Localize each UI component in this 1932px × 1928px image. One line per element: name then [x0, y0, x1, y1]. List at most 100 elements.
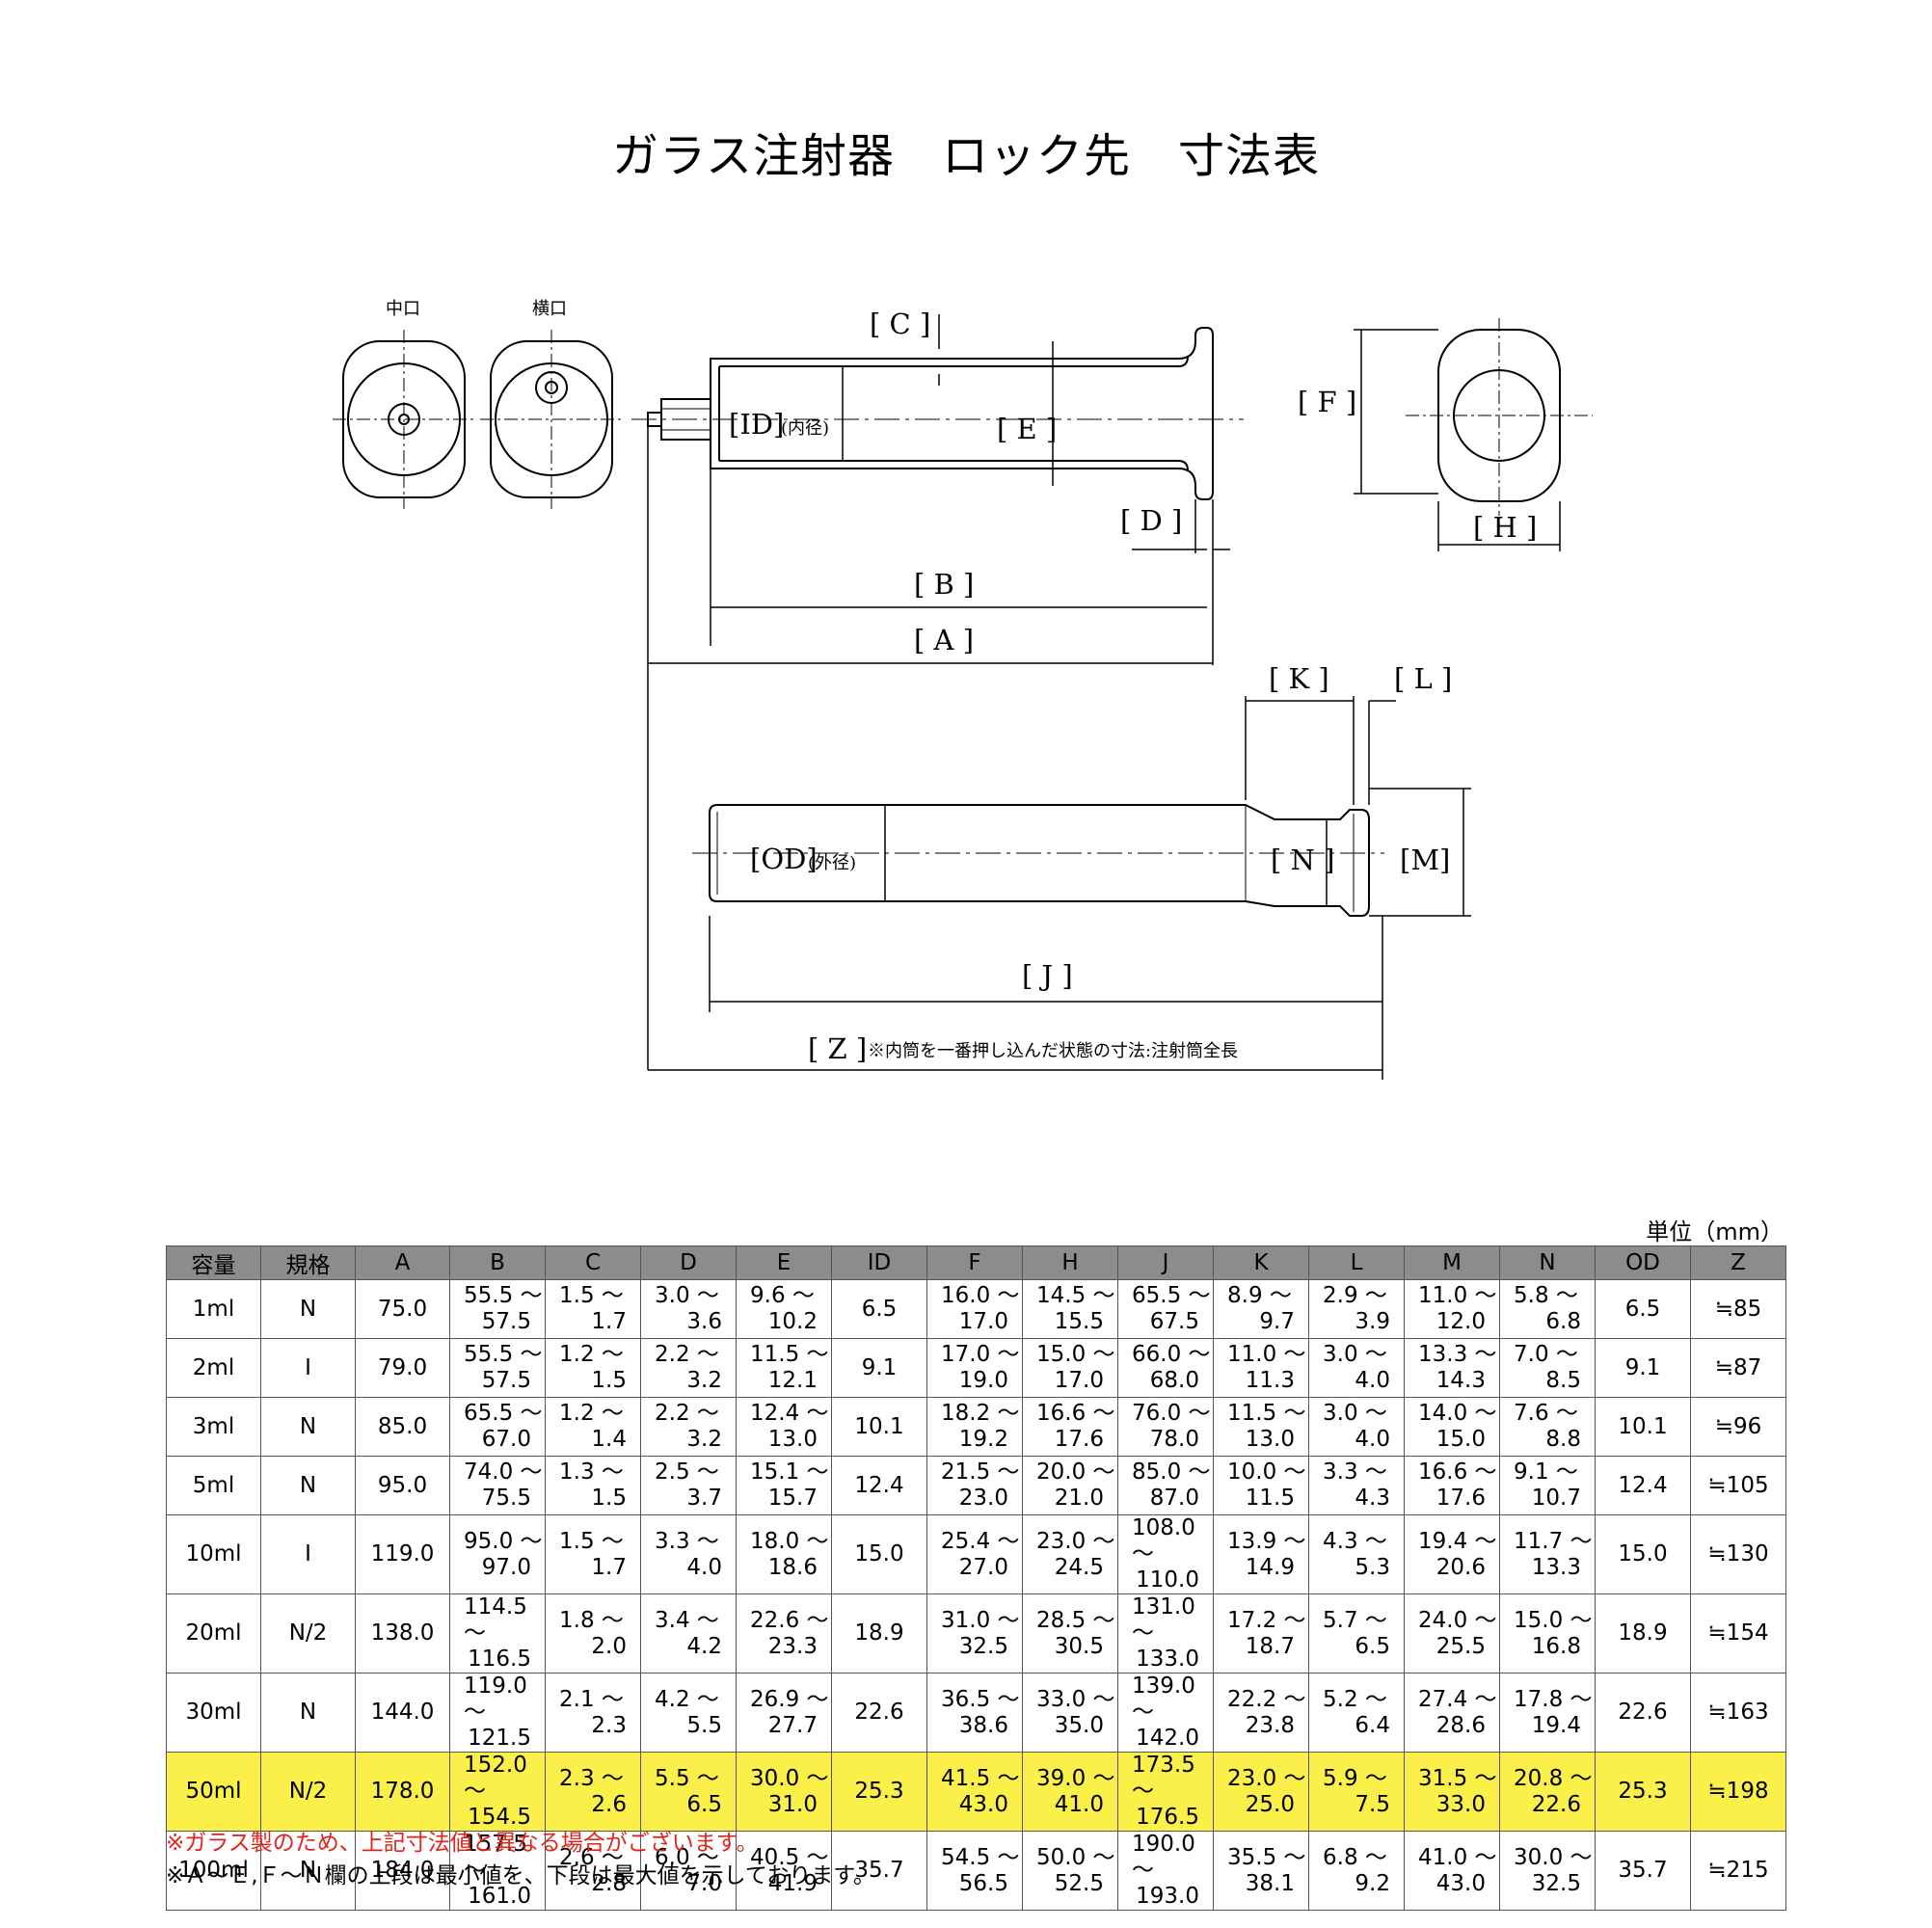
range-min: 33.0 〜 [1036, 1686, 1115, 1712]
table-cell: 22.2 〜23.8 [1213, 1673, 1309, 1753]
dimension-lines [647, 314, 1561, 1080]
range-min: 2.2 〜 [655, 1342, 719, 1367]
table-cell: 190.0 〜193.0 [1117, 1831, 1214, 1911]
range-min: 1.8 〜 [559, 1607, 624, 1633]
range-min: 5.8 〜 [1514, 1283, 1578, 1308]
table-cell: 18.9 [831, 1593, 927, 1674]
range-min: 119.0 〜 [464, 1674, 527, 1725]
range-min: 13.9 〜 [1227, 1528, 1306, 1554]
range-max: 7.5 [1355, 1791, 1390, 1817]
table-cell: 28.5 〜30.5 [1022, 1593, 1118, 1674]
table-cell: 16.6 〜17.6 [1404, 1456, 1500, 1515]
range-min: 23.0 〜 [1036, 1528, 1115, 1554]
table-cell: 23.0 〜24.5 [1022, 1514, 1118, 1594]
range-min: 9.1 〜 [1514, 1459, 1578, 1485]
table-cell: 11.5 〜12.1 [736, 1338, 832, 1398]
range-min: 11.5 〜 [750, 1342, 829, 1367]
table-cell: 184.0 [355, 1831, 450, 1911]
range-min: 50.0 〜 [1036, 1844, 1115, 1870]
range-min: 11.0 〜 [1418, 1283, 1497, 1308]
range-max: 6.4 [1355, 1712, 1390, 1738]
table-cell: ≒215 [1690, 1831, 1786, 1911]
range-max: 9.7 [1259, 1309, 1295, 1334]
range-min: 22.6 〜 [750, 1607, 829, 1633]
dim-c-label: [ C ] [870, 308, 930, 340]
range-min: 66.0 〜 [1132, 1342, 1211, 1367]
dim-j-label: [ J ] [1022, 959, 1073, 992]
range-min: 1.3 〜 [559, 1459, 624, 1485]
table-cell: I [260, 1514, 356, 1594]
table-cell: 7.0 〜8.5 [1499, 1338, 1596, 1398]
range-max: 5.3 [1355, 1554, 1390, 1580]
range-min: 20.0 〜 [1036, 1459, 1115, 1485]
table-cell: 17.2 〜18.7 [1213, 1593, 1309, 1674]
range-max: 67.5 [1149, 1309, 1199, 1334]
table-cell: 21.5 〜23.0 [926, 1456, 1023, 1515]
dim-m-label: [M] [1400, 844, 1450, 876]
table-cell: 18.0 〜18.6 [736, 1514, 832, 1594]
table-cell: 14.0 〜15.0 [1404, 1397, 1500, 1457]
range-min: 4.3 〜 [1323, 1528, 1387, 1554]
range-min: 2.3 〜 [559, 1765, 624, 1791]
table-cell: 10.1 [1595, 1397, 1691, 1457]
table-cell: 3.0 〜3.6 [640, 1279, 737, 1339]
range-max: 56.5 [958, 1870, 1008, 1896]
range-max: 23.3 [767, 1633, 818, 1659]
table-cell: 33.0 〜35.0 [1022, 1673, 1118, 1753]
range-min: 2.2 〜 [655, 1401, 719, 1426]
table-cell: 9.1 [1595, 1338, 1691, 1398]
table-cell: 35.5 〜38.1 [1213, 1831, 1309, 1911]
table-cell: ≒85 [1690, 1279, 1786, 1339]
range-min: 30.0 〜 [750, 1765, 829, 1791]
range-max: 25.0 [1245, 1791, 1295, 1817]
column-header: A [355, 1245, 450, 1280]
range-max: 19.0 [958, 1368, 1008, 1393]
range-min: 114.5 〜 [464, 1594, 527, 1646]
range-max: 67.0 [481, 1427, 531, 1452]
note-glass-warning: ※ガラス製のため、上記寸法値と異なる場合がございます。 [166, 1831, 759, 1856]
range-min: 28.5 〜 [1036, 1607, 1115, 1633]
range-min: 17.0 〜 [941, 1342, 1020, 1367]
range-max: 11.5 [1245, 1486, 1295, 1511]
table-cell: N [260, 1456, 356, 1515]
range-max: 41.0 [1054, 1791, 1104, 1817]
table-cell: 2ml [166, 1338, 261, 1398]
dim-b-label: [ B ] [914, 568, 974, 601]
range-max: 3.7 [686, 1486, 722, 1511]
column-header: OD [1595, 1245, 1691, 1280]
table-cell: 5.5 〜6.5 [640, 1752, 737, 1832]
syringe-dimension-drawing: 中口 横口 [ C ] [ID] (内径) [ E ] [ D ] [ B ] … [333, 299, 1593, 1080]
table-cell: 6.0 〜7.0 [640, 1831, 737, 1911]
table-cell: 50.0 〜52.5 [1022, 1831, 1118, 1911]
range-min: 10.0 〜 [1227, 1459, 1306, 1485]
range-max: 2.6 [591, 1791, 627, 1817]
dim-od-note: (外径) [808, 853, 856, 873]
range-max: 31.0 [767, 1791, 818, 1817]
range-max: 7.0 [686, 1870, 722, 1896]
range-max: 2.3 [591, 1712, 627, 1738]
range-min: 2.1 〜 [559, 1686, 624, 1712]
column-header: C [545, 1245, 641, 1280]
range-max: 21.0 [1054, 1486, 1104, 1511]
range-min: 6.8 〜 [1323, 1844, 1387, 1870]
flange-end-view [1406, 318, 1593, 516]
range-min: 6.0 〜 [655, 1844, 719, 1870]
column-header: Z [1690, 1245, 1786, 1280]
table-cell: 2.2 〜3.2 [640, 1397, 737, 1457]
range-min: 54.5 〜 [941, 1844, 1020, 1870]
table-cell: 25.4 〜27.0 [926, 1514, 1023, 1594]
table-cell: 8.9 〜9.7 [1213, 1279, 1309, 1339]
table-cell: 139.0 〜142.0 [1117, 1673, 1214, 1753]
dim-a-label: [ A ] [914, 624, 974, 656]
table-cell: 75.0 [355, 1279, 450, 1339]
column-header: 規格 [260, 1245, 356, 1280]
range-max: 1.5 [591, 1368, 627, 1393]
range-min: 41.5 〜 [941, 1765, 1020, 1791]
range-max: 23.0 [958, 1486, 1008, 1511]
table-cell: 20ml [166, 1593, 261, 1674]
column-header: ID [831, 1245, 927, 1280]
table-cell: 1.2 〜1.5 [545, 1338, 641, 1398]
